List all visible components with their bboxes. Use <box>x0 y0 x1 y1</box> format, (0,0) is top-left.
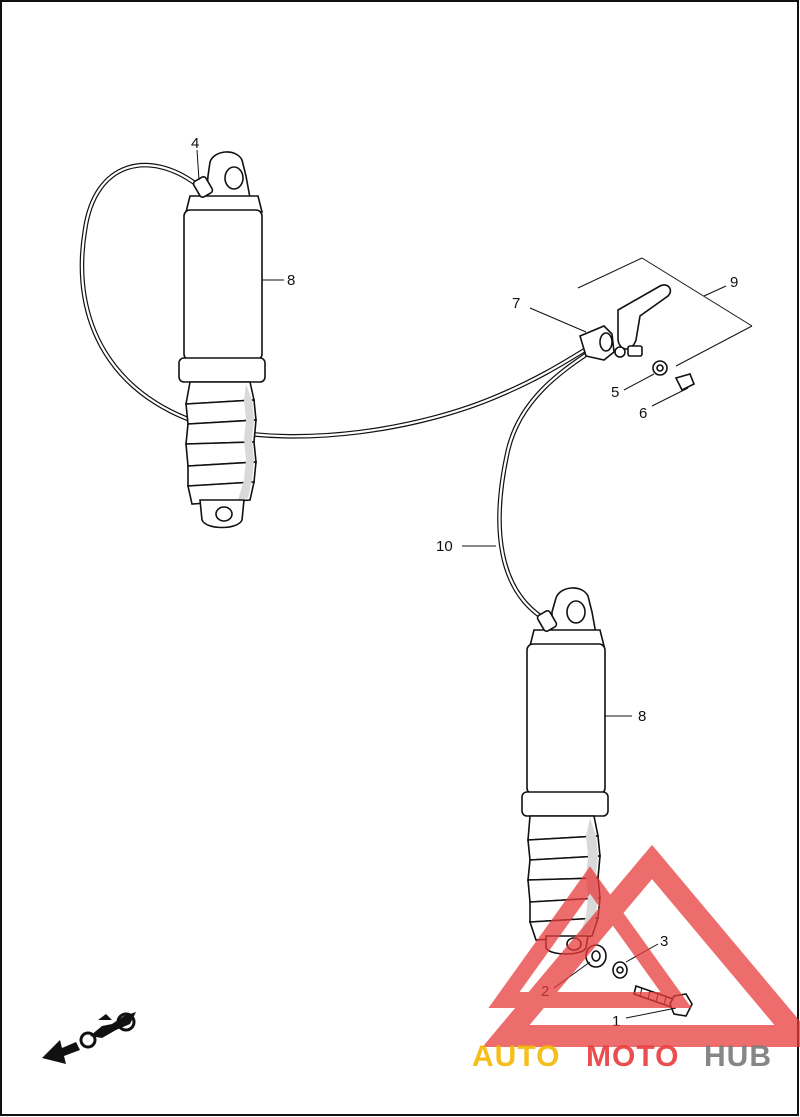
callout-8-lower: 8 <box>638 708 646 725</box>
callout-4: 4 <box>191 135 199 152</box>
callout-9: 9 <box>730 274 738 291</box>
leader-lines <box>196 149 753 1019</box>
lockwasher-part-3 <box>612 961 628 979</box>
watermark-text-auto: AUTO <box>472 1040 560 1073</box>
callout-10: 10 <box>436 538 453 555</box>
shock-absorber-lower <box>521 587 609 955</box>
callout-8-upper: 8 <box>287 272 295 289</box>
callout-6: 6 <box>639 405 647 422</box>
callout-1: 1 <box>612 1013 620 1030</box>
air-valve-assembly <box>579 284 696 392</box>
watermark-logo <box>482 844 800 1047</box>
air-hose-lower <box>497 349 593 621</box>
callout-3: 3 <box>660 933 668 950</box>
shock-absorber-upper <box>178 151 266 529</box>
valve-nut-part-5 <box>652 360 668 376</box>
bellows-upper <box>185 381 257 505</box>
callout-5: 5 <box>611 384 619 401</box>
valve-cap-part-6 <box>674 373 696 392</box>
watermark-text-moto: MOTO <box>586 1040 679 1073</box>
motorcycle-front-arrow-icon <box>42 1012 136 1064</box>
callout-7: 7 <box>512 295 520 312</box>
watermark-text-hub: HUB <box>704 1040 772 1073</box>
